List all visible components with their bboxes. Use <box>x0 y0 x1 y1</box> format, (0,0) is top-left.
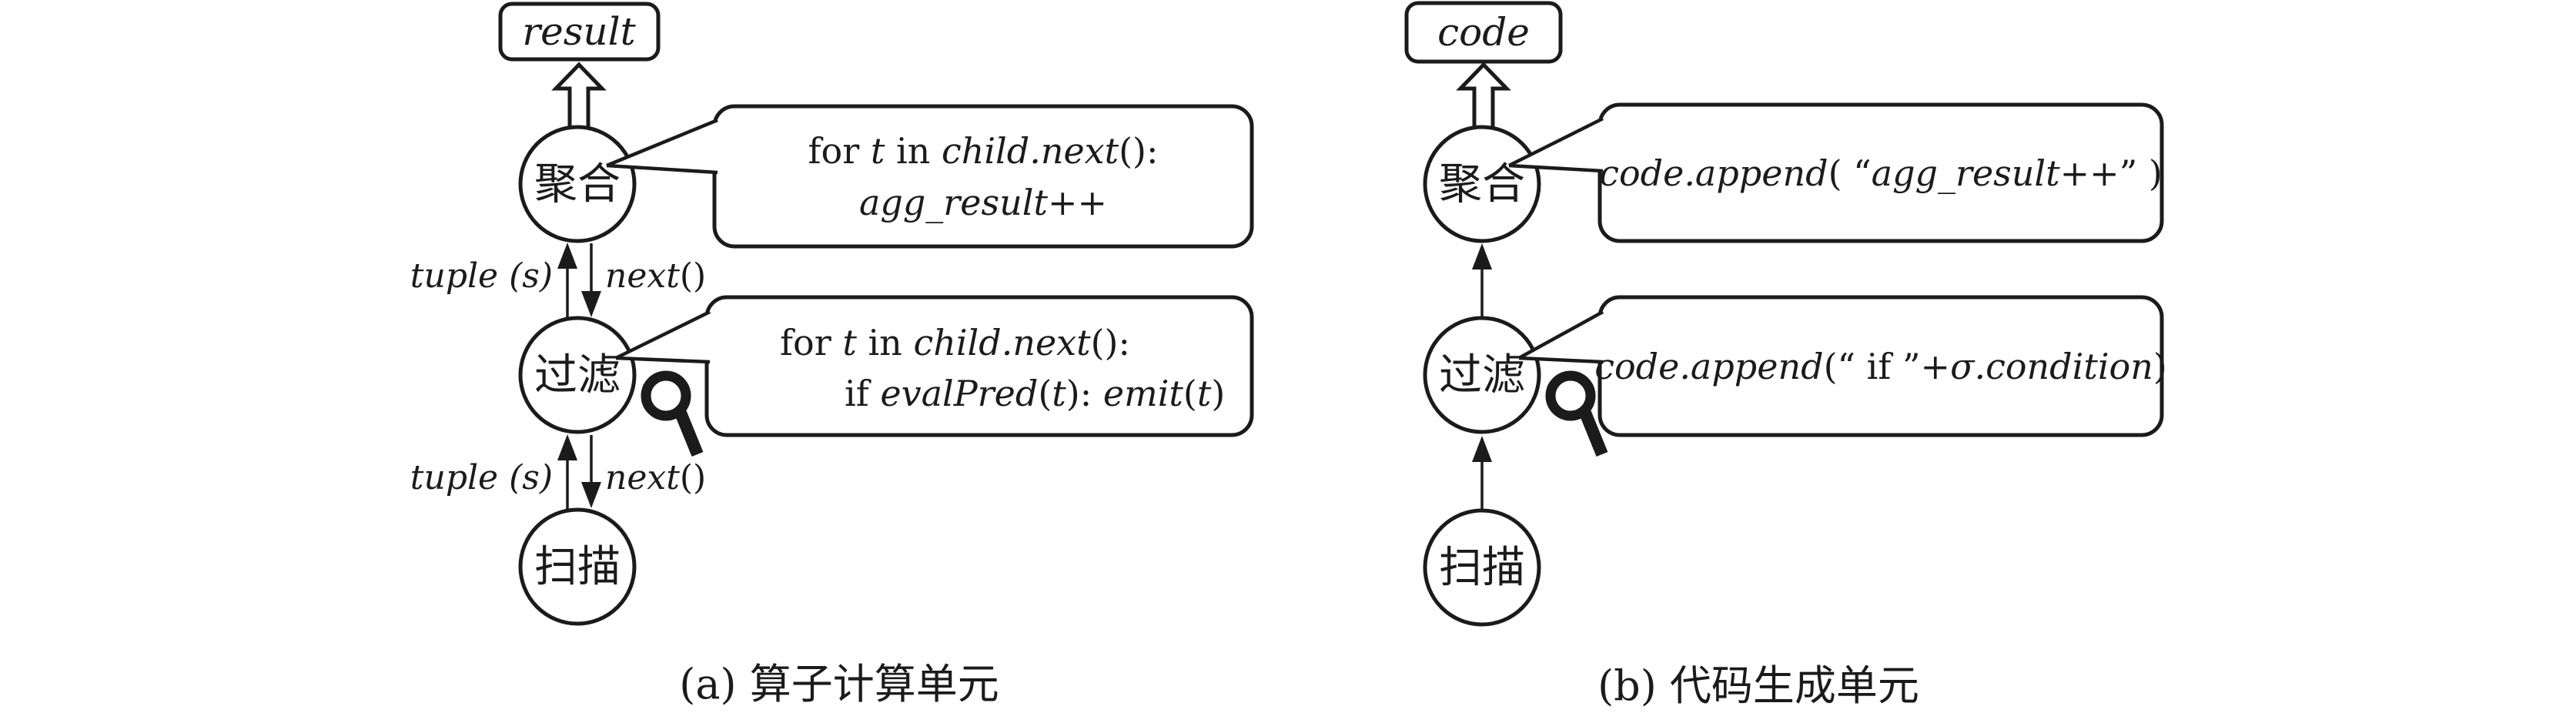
node-aggregate-label: 聚合 <box>1439 159 1525 209</box>
callout-aggregate-bubble <box>712 104 1254 249</box>
callout-filter-code-line2: if evalPred(t): emit(t) <box>845 373 1225 414</box>
node-aggregate-label: 聚合 <box>534 159 621 209</box>
tuple-up-arrowhead-lower <box>557 434 577 460</box>
edge-label-tuple-lower: tuple (s) <box>410 458 553 497</box>
result-box <box>498 2 661 62</box>
block-arrow-up-icon <box>551 62 607 130</box>
magnifier-icon <box>641 370 704 457</box>
edge-label-next-lower: next() <box>605 458 706 497</box>
callout-aggregate-tail-upper-line <box>1507 116 1604 168</box>
caption-panel-b: (b) 代码生成单元 <box>1597 661 1919 709</box>
caption-panel-a: (a) 算子计算单元 <box>679 660 999 708</box>
code-box <box>1404 1 1563 64</box>
tuple-up-arrowhead-upper <box>557 243 577 269</box>
node-filter <box>518 316 637 434</box>
up-arrowhead-upper <box>1472 243 1492 269</box>
node-scan <box>1423 508 1541 627</box>
callout-filter-tail-upper-line <box>1517 310 1604 360</box>
node-filter-label: 过滤 <box>534 350 621 400</box>
callout-aggregate-tail-lower-line <box>1508 163 1604 173</box>
node-aggregate <box>518 125 637 243</box>
block-arrow-up-icon <box>1456 62 1511 130</box>
panel-operator-computation: result tuple (s) next() tuple (s) next()… <box>410 2 1254 708</box>
callout-filter-bubble <box>1597 295 2164 437</box>
callout-filter-tail-lower-line <box>1518 356 1604 364</box>
node-aggregate <box>1423 125 1541 243</box>
callout-filter-bubble <box>704 295 1254 437</box>
callout-filter-code-line1: code.append(“ if ”+σ.condition) <box>1594 346 2167 387</box>
node-scan <box>518 507 637 626</box>
panel-code-generation: code code.append( “agg_result++” ) code.… <box>1404 1 2167 710</box>
node-scan-label: 扫描 <box>1439 543 1525 593</box>
next-down-arrowhead-upper <box>581 291 601 317</box>
callout-filter-code-line1: for t in child.next(): <box>780 322 1130 363</box>
magnifier-handle <box>1579 410 1608 457</box>
magnifier-handle <box>674 410 704 457</box>
callout-aggregate-tail-lower-line <box>606 163 718 175</box>
callout-aggregate-bubble <box>1597 102 2164 243</box>
callout-filter-tail-upper-line <box>615 310 711 360</box>
callout-aggregate-code-line2: agg_result++ <box>859 182 1107 223</box>
callout-filter-tail-lower-line <box>615 356 711 364</box>
result-box-label: result <box>522 9 636 54</box>
node-filter <box>1423 316 1541 434</box>
code-box-label: code <box>1437 10 1530 55</box>
callout-aggregate-code-line1: for t in child.next(): <box>808 130 1159 172</box>
node-scan-label: 扫描 <box>534 542 621 592</box>
magnifier-icon <box>1545 370 1608 457</box>
next-down-arrowhead-lower <box>581 482 601 508</box>
callout-aggregate-tail-upper-line <box>606 118 718 168</box>
magnifier-ring <box>1545 370 1596 421</box>
edge-label-tuple-upper: tuple (s) <box>410 256 553 296</box>
up-arrowhead-lower <box>1472 436 1492 462</box>
magnifier-ring <box>641 370 691 421</box>
edge-label-next-upper: next() <box>605 256 706 296</box>
node-filter-label: 过滤 <box>1439 350 1525 400</box>
callout-aggregate-code-line1: code.append( “agg_result++” ) <box>1599 152 2163 194</box>
